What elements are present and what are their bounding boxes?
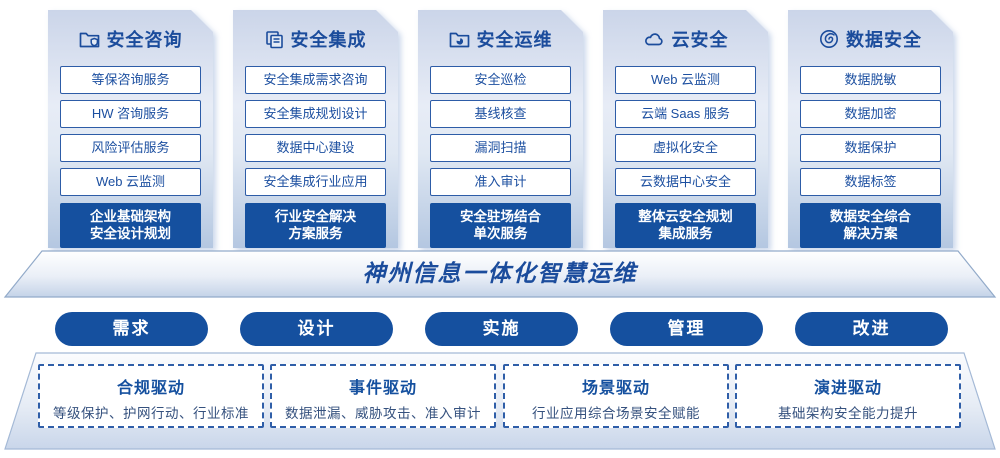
driver-incident: 事件驱动 数据泄漏、威胁攻击、准入审计	[270, 364, 496, 428]
service-item: 安全集成需求咨询	[245, 66, 386, 94]
driver-title: 场景驱动	[581, 380, 650, 397]
service-item: 等保咨询服务	[60, 66, 201, 94]
card-title: 安全集成	[290, 30, 367, 50]
service-item: 数据保护	[800, 134, 941, 162]
card-highlight: 企业基础架构 安全设计规划	[60, 203, 201, 248]
service-item: 安全巡检	[430, 66, 571, 94]
service-item: 漏洞扫描	[430, 134, 571, 162]
spiral-icon	[819, 29, 839, 49]
service-item: 数据标签	[800, 168, 941, 196]
service-item: 虚拟化安全	[615, 134, 756, 162]
card-highlight: 数据安全综合 解决方案	[800, 203, 941, 248]
driver-desc: 数据泄漏、威胁攻击、准入审计	[285, 406, 481, 421]
banner-trapezoid-shape	[3, 250, 997, 298]
service-card-integration: 安全集成 安全集成需求咨询 安全集成规划设计 数据中心建设 安全集成行业应用 行…	[233, 10, 398, 248]
card-title: 云安全	[671, 30, 729, 50]
driver-title: 合规驱动	[116, 380, 185, 397]
service-item: 数据中心建设	[245, 134, 386, 162]
service-item: 数据加密	[800, 100, 941, 128]
service-item: 风险评估服务	[60, 134, 201, 162]
driver-title: 演进驱动	[813, 380, 882, 397]
service-item: 数据脱敏	[800, 66, 941, 94]
card-highlight: 整体云安全规划 集成服务	[615, 203, 756, 248]
card-header: 安全集成	[233, 10, 398, 53]
service-item: Web 云监测	[615, 66, 756, 94]
card-highlight: 行业安全解决 方案服务	[245, 203, 386, 248]
process-step-manage: 管理	[610, 312, 763, 346]
service-item: 准入审计	[430, 168, 571, 196]
folder-pie-icon	[449, 30, 470, 49]
driver-scenario: 场景驱动 行业应用综合场景安全赋能	[503, 364, 729, 428]
card-title: 数据安全	[846, 30, 922, 50]
process-step-improve: 改进	[795, 312, 948, 346]
driver-evolution: 演进驱动 基础架构安全能力提升	[735, 364, 961, 428]
service-item: 安全集成行业应用	[245, 168, 386, 196]
banner-title: 神州信息一体化智慧运维	[362, 260, 638, 286]
service-item: 基线核查	[430, 100, 571, 128]
service-card-data: 数据安全 数据脱敏 数据加密 数据保护 数据标签 数据安全综合 解决方案	[788, 10, 953, 248]
driver-desc: 基础架构安全能力提升	[778, 406, 918, 421]
driver-desc: 行业应用综合场景安全赋能	[532, 406, 700, 421]
service-item: 云数据中心安全	[615, 168, 756, 196]
folder-shield-icon	[79, 30, 100, 49]
service-card-cloud: 云安全 Web 云监测 云端 Saas 服务 虚拟化安全 云数据中心安全 整体云…	[603, 10, 768, 248]
driver-desc: 等级保护、护网行动、行业标准	[53, 406, 249, 421]
card-header: 安全咨询	[48, 10, 213, 53]
driver-compliance: 合规驱动 等级保护、护网行动、行业标准	[38, 364, 264, 428]
driver-title: 事件驱动	[348, 380, 417, 397]
process-step-design: 设计	[240, 312, 393, 346]
card-header: 云安全	[603, 10, 768, 53]
service-item: 安全集成规划设计	[245, 100, 386, 128]
documents-icon	[265, 30, 284, 49]
service-item: Web 云监测	[60, 168, 201, 196]
service-item: 云端 Saas 服务	[615, 100, 756, 128]
card-title: 安全运维	[476, 30, 553, 50]
card-header: 数据安全	[788, 10, 953, 53]
service-item: HW 咨询服务	[60, 100, 201, 128]
process-step-implement: 实施	[425, 312, 578, 346]
card-highlight: 安全驻场结合 单次服务	[430, 203, 571, 248]
cloud-icon	[643, 30, 665, 48]
service-card-consulting: 安全咨询 等保咨询服务 HW 咨询服务 风险评估服务 Web 云监测 企业基础架…	[48, 10, 213, 248]
card-header: 安全运维	[418, 10, 583, 53]
process-step-requirement: 需求	[55, 312, 208, 346]
card-title: 安全咨询	[106, 30, 183, 50]
platform-banner: 神州信息一体化智慧运维	[0, 250, 1000, 298]
service-card-operations: 安全运维 安全巡检 基线核查 漏洞扫描 准入审计 安全驻场结合 单次服务	[418, 10, 583, 248]
